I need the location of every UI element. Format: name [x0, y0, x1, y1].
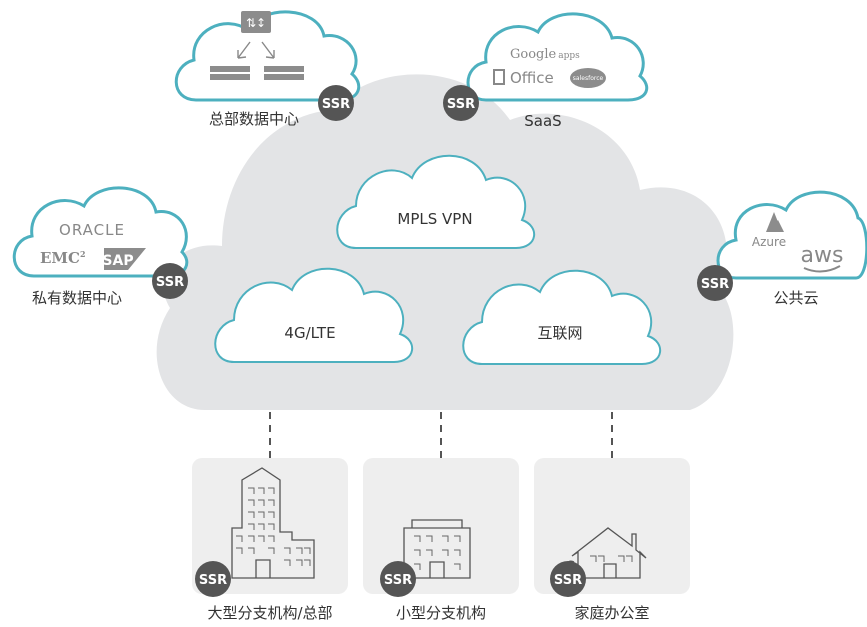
internet-label: 互联网	[537, 324, 582, 342]
large-building-icon	[231, 467, 315, 579]
svg-text:SSR: SSR	[701, 277, 729, 292]
switch-icon: ⇅↕	[241, 11, 271, 33]
internet-cloud: 互联网	[462, 269, 661, 365]
small-branch-label: 小型分支机构	[396, 604, 486, 622]
ssr-badge-home-office: SSR	[550, 561, 586, 597]
svg-text:⇅↕: ⇅↕	[246, 16, 266, 30]
ssr-badge-private: SSR	[152, 263, 188, 299]
ssr-badge-public: SSR	[697, 265, 733, 301]
svg-text:SSR: SSR	[554, 573, 582, 588]
private-datacenter-label: 私有数据中心	[32, 289, 122, 307]
svg-text:SSR: SSR	[199, 573, 227, 588]
private-datacenter-cloud: ORACLE EMC2 SAP	[12, 186, 189, 278]
aws-logo: aws	[801, 243, 844, 268]
lte-label: 4G/LTE	[284, 324, 335, 342]
svg-text:SAP: SAP	[102, 253, 133, 269]
mpls-vpn-label: MPLS VPN	[397, 210, 472, 228]
svg-text:SSR: SSR	[384, 573, 412, 588]
arrow-left-icon	[237, 41, 251, 59]
small-building-icon	[403, 519, 471, 579]
office-logo: Office	[510, 69, 554, 87]
saas-label: SaaS	[524, 112, 561, 130]
mpls-vpn-cloud: MPLS VPN	[336, 154, 535, 249]
sap-logo: SAP	[102, 248, 146, 270]
small-branch-tile	[363, 458, 519, 594]
salesforce-logo: salesforce	[570, 68, 606, 88]
home-office-tile	[534, 458, 690, 594]
aws-smile-icon	[803, 265, 841, 273]
large-branch-label: 大型分支机构/总部	[207, 604, 332, 622]
oracle-logo: ORACLE	[59, 221, 125, 239]
svg-text:SSR: SSR	[322, 97, 350, 112]
ssr-badge-saas: SSR	[443, 85, 479, 121]
emc-logo: EMC2	[40, 249, 86, 267]
ssr-badge-large-branch: SSR	[195, 561, 231, 597]
office-icon	[493, 69, 505, 85]
azure-icon	[766, 212, 784, 232]
server-rack-icon	[210, 66, 304, 80]
lte-cloud: 4G/LTE	[214, 267, 413, 363]
svg-text:salesforce: salesforce	[573, 75, 604, 82]
ssr-badge-small-branch: SSR	[380, 561, 416, 597]
public-cloud-label: 公共云	[773, 289, 818, 307]
hq-datacenter-cloud: ⇅↕	[174, 10, 361, 102]
hq-datacenter-label: 总部数据中心	[209, 110, 299, 128]
svg-text:SSR: SSR	[156, 275, 184, 290]
svg-text:SSR: SSR	[447, 97, 475, 112]
public-cloud: Azure aws	[716, 190, 867, 280]
azure-logo: Azure	[752, 235, 786, 249]
ssr-badge-hq: SSR	[318, 85, 354, 121]
arrow-right-icon	[261, 41, 275, 59]
home-office-label: 家庭办公室	[574, 604, 649, 622]
